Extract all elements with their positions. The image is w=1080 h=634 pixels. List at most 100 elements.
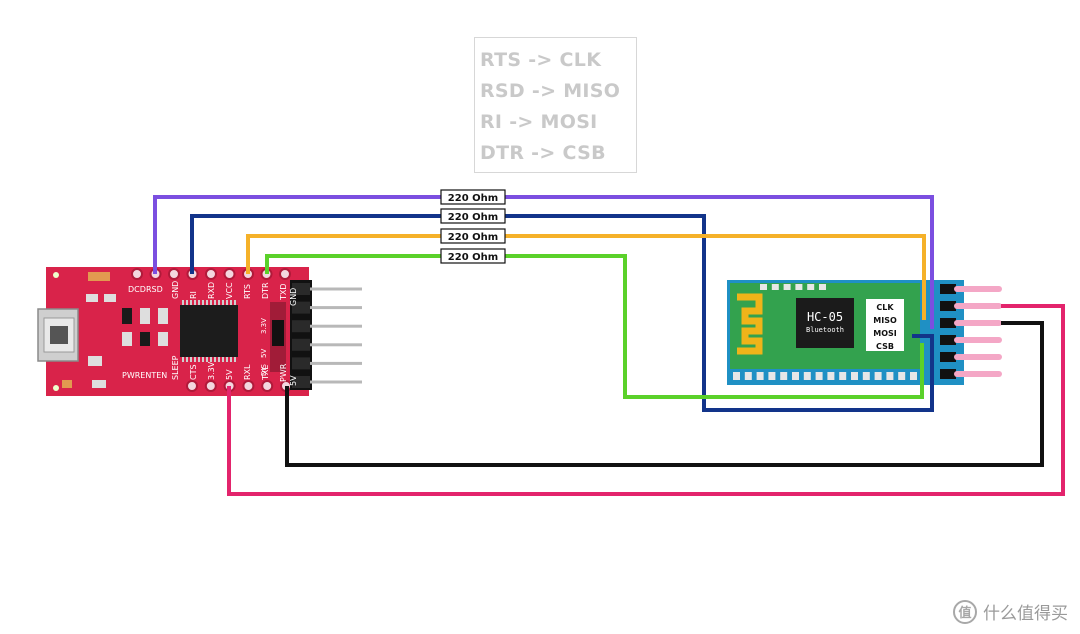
- hc05-pad: [803, 372, 811, 380]
- resistor-2-label: 220 Ohm: [448, 212, 498, 223]
- hc05-label-mosi: MOSI: [873, 329, 897, 338]
- hc05-bluetooth-module: HC-05 Bluetooth CLK MISO MOSI CSB: [727, 280, 1002, 385]
- ftdi-label-end-gnd: GND: [289, 288, 298, 306]
- hc05-header-pin: [954, 337, 1002, 343]
- ftdi-label-pwrenten: PWRENTEN: [122, 371, 167, 380]
- ftdi-side-pin: [300, 287, 362, 291]
- ftdi-label-5v: 5V: [225, 369, 234, 380]
- mini-usb-connector-icon: [37, 308, 79, 362]
- ftdi-side-pin: [300, 343, 362, 347]
- ftdi-bottom-hole: [261, 380, 274, 392]
- hc05-header-pin: [954, 371, 1002, 377]
- wire-gnd: [285, 321, 1044, 467]
- ftdi-label-end-5v: 5V: [289, 375, 298, 386]
- ftdi-top-hole: [168, 268, 180, 280]
- antenna-trace-icon: [737, 293, 763, 355]
- hc05-pad: [768, 372, 776, 380]
- hc05-pad: [874, 372, 882, 380]
- ftdi-label-dtr: DTR: [261, 282, 270, 299]
- hc05-pad: [827, 372, 835, 380]
- ftdi-bottom-hole: [204, 380, 217, 392]
- voltage-jumper-icon: [270, 302, 286, 372]
- ftdi-label-jumper-dis: DIS: [260, 364, 268, 376]
- ftdi-label-rxl: RXL: [243, 364, 252, 380]
- ftdi-label-txd: TXD: [279, 283, 288, 301]
- ftdi-pcb: [46, 267, 309, 396]
- ftdi-side-pin: [300, 324, 362, 328]
- ftdi-side-pin: [300, 361, 362, 365]
- hc05-chip-icon: [796, 298, 854, 348]
- ftdi-label-gnd: GND: [171, 281, 180, 299]
- hc05-pad: [744, 372, 752, 380]
- ftdi-side-pin: [300, 306, 362, 310]
- ftdi-side-header-pins: [290, 280, 362, 390]
- resistor-3: 220 Ohm: [440, 228, 506, 244]
- hc05-header-pin: [954, 303, 1002, 309]
- mapping-rts-clk: RTS -> CLK: [480, 49, 602, 71]
- ftdi-top-hole: [223, 268, 236, 280]
- hc05-subtitle: Bluetooth: [806, 326, 844, 334]
- ftdi-label-rts: RTS: [243, 284, 252, 299]
- ftdi-bottom-pin-holes: [186, 380, 292, 392]
- ftdi-chip-icon: [180, 300, 238, 362]
- mapping-rsd-miso: RSD -> MISO: [480, 80, 621, 102]
- hc05-pad: [756, 372, 764, 380]
- hc05-pad: [792, 372, 799, 380]
- wire-rts-clk: [246, 234, 926, 320]
- hc05-edge-pads: [733, 284, 917, 380]
- smd-components: [53, 272, 168, 391]
- hc05-pad: [851, 372, 858, 380]
- zhidemai-logo-icon: 值: [953, 599, 977, 624]
- resistors: 220 Ohm 220 Ohm 220 Ohm 220 Ohm: [440, 189, 506, 264]
- ftdi-label-sleep: SLEEP: [171, 355, 180, 380]
- ftdi-label-rsd: RSD: [146, 285, 163, 294]
- hc05-pad: [886, 372, 894, 380]
- resistor-1: 220 Ohm: [440, 189, 506, 205]
- ftdi-side-pin: [300, 380, 362, 384]
- hc05-header-icon: [936, 280, 1002, 385]
- hc05-pin-label-panel: [866, 299, 904, 351]
- resistor-3-label: 220 Ohm: [448, 232, 498, 243]
- ftdi-usb-serial-board: DCD RSD GND RI RXD VCC RTS DTR TXD GND C…: [37, 267, 362, 396]
- resistor-4-label: 220 Ohm: [448, 252, 498, 263]
- ftdi-top-pin-holes: [131, 268, 291, 280]
- resistor-1-label: 220 Ohm: [448, 193, 498, 204]
- hc05-header-pin: [954, 286, 1002, 292]
- hc05-pad: [898, 372, 906, 380]
- watermark-text: 什么值得买: [983, 604, 1068, 624]
- ftdi-top-hole: [279, 268, 291, 280]
- ftdi-label-rxd: RXD: [207, 282, 216, 299]
- hc05-header-pin: [954, 320, 1002, 326]
- wire-dtr-csb: [265, 254, 924, 399]
- hc05-pad: [780, 372, 788, 380]
- wires: [153, 195, 1065, 496]
- ftdi-label-cts: CTS: [189, 364, 198, 380]
- ftdi-top-hole: [205, 268, 217, 280]
- hc05-header-pin: [954, 354, 1002, 360]
- ftdi-bottom-hole: [186, 380, 198, 392]
- wire-5v: [227, 304, 1065, 496]
- hc05-pad: [839, 372, 847, 380]
- hc05-label-miso: MISO: [873, 316, 897, 325]
- mapping-ri-mosi: RI -> MOSI: [480, 111, 598, 133]
- ftdi-label-pwr: PWR: [279, 363, 288, 382]
- hc05-label-csb: CSB: [876, 342, 894, 351]
- ftdi-label-jumper-5v: 5V: [260, 349, 268, 358]
- resistor-4: 220 Ohm: [440, 248, 506, 264]
- ftdi-label-3v3: 3.3V: [207, 361, 216, 380]
- ftdi-label-jumper-3v3: 3.3V: [260, 318, 268, 334]
- pin-mapping-legend: RTS -> CLK RSD -> MISO RI -> MOSI DTR ->…: [474, 37, 637, 173]
- wire-rsd-miso: [153, 195, 934, 329]
- ftdi-label-vcc: VCC: [225, 282, 234, 299]
- ftdi-label-txl: TXL: [261, 365, 270, 381]
- ftdi-label-dcd: DCD: [128, 285, 146, 294]
- ftdi-label-ri: RI: [189, 291, 198, 299]
- mapping-dtr-csb: DTR -> CSB: [480, 142, 606, 164]
- site-watermark: 值 什么值得买: [953, 599, 1068, 624]
- wire-ri-mosi: [190, 214, 934, 412]
- hc05-pad: [733, 372, 740, 380]
- resistor-2: 220 Ohm: [440, 208, 506, 224]
- hc05-label-clk: CLK: [876, 303, 894, 312]
